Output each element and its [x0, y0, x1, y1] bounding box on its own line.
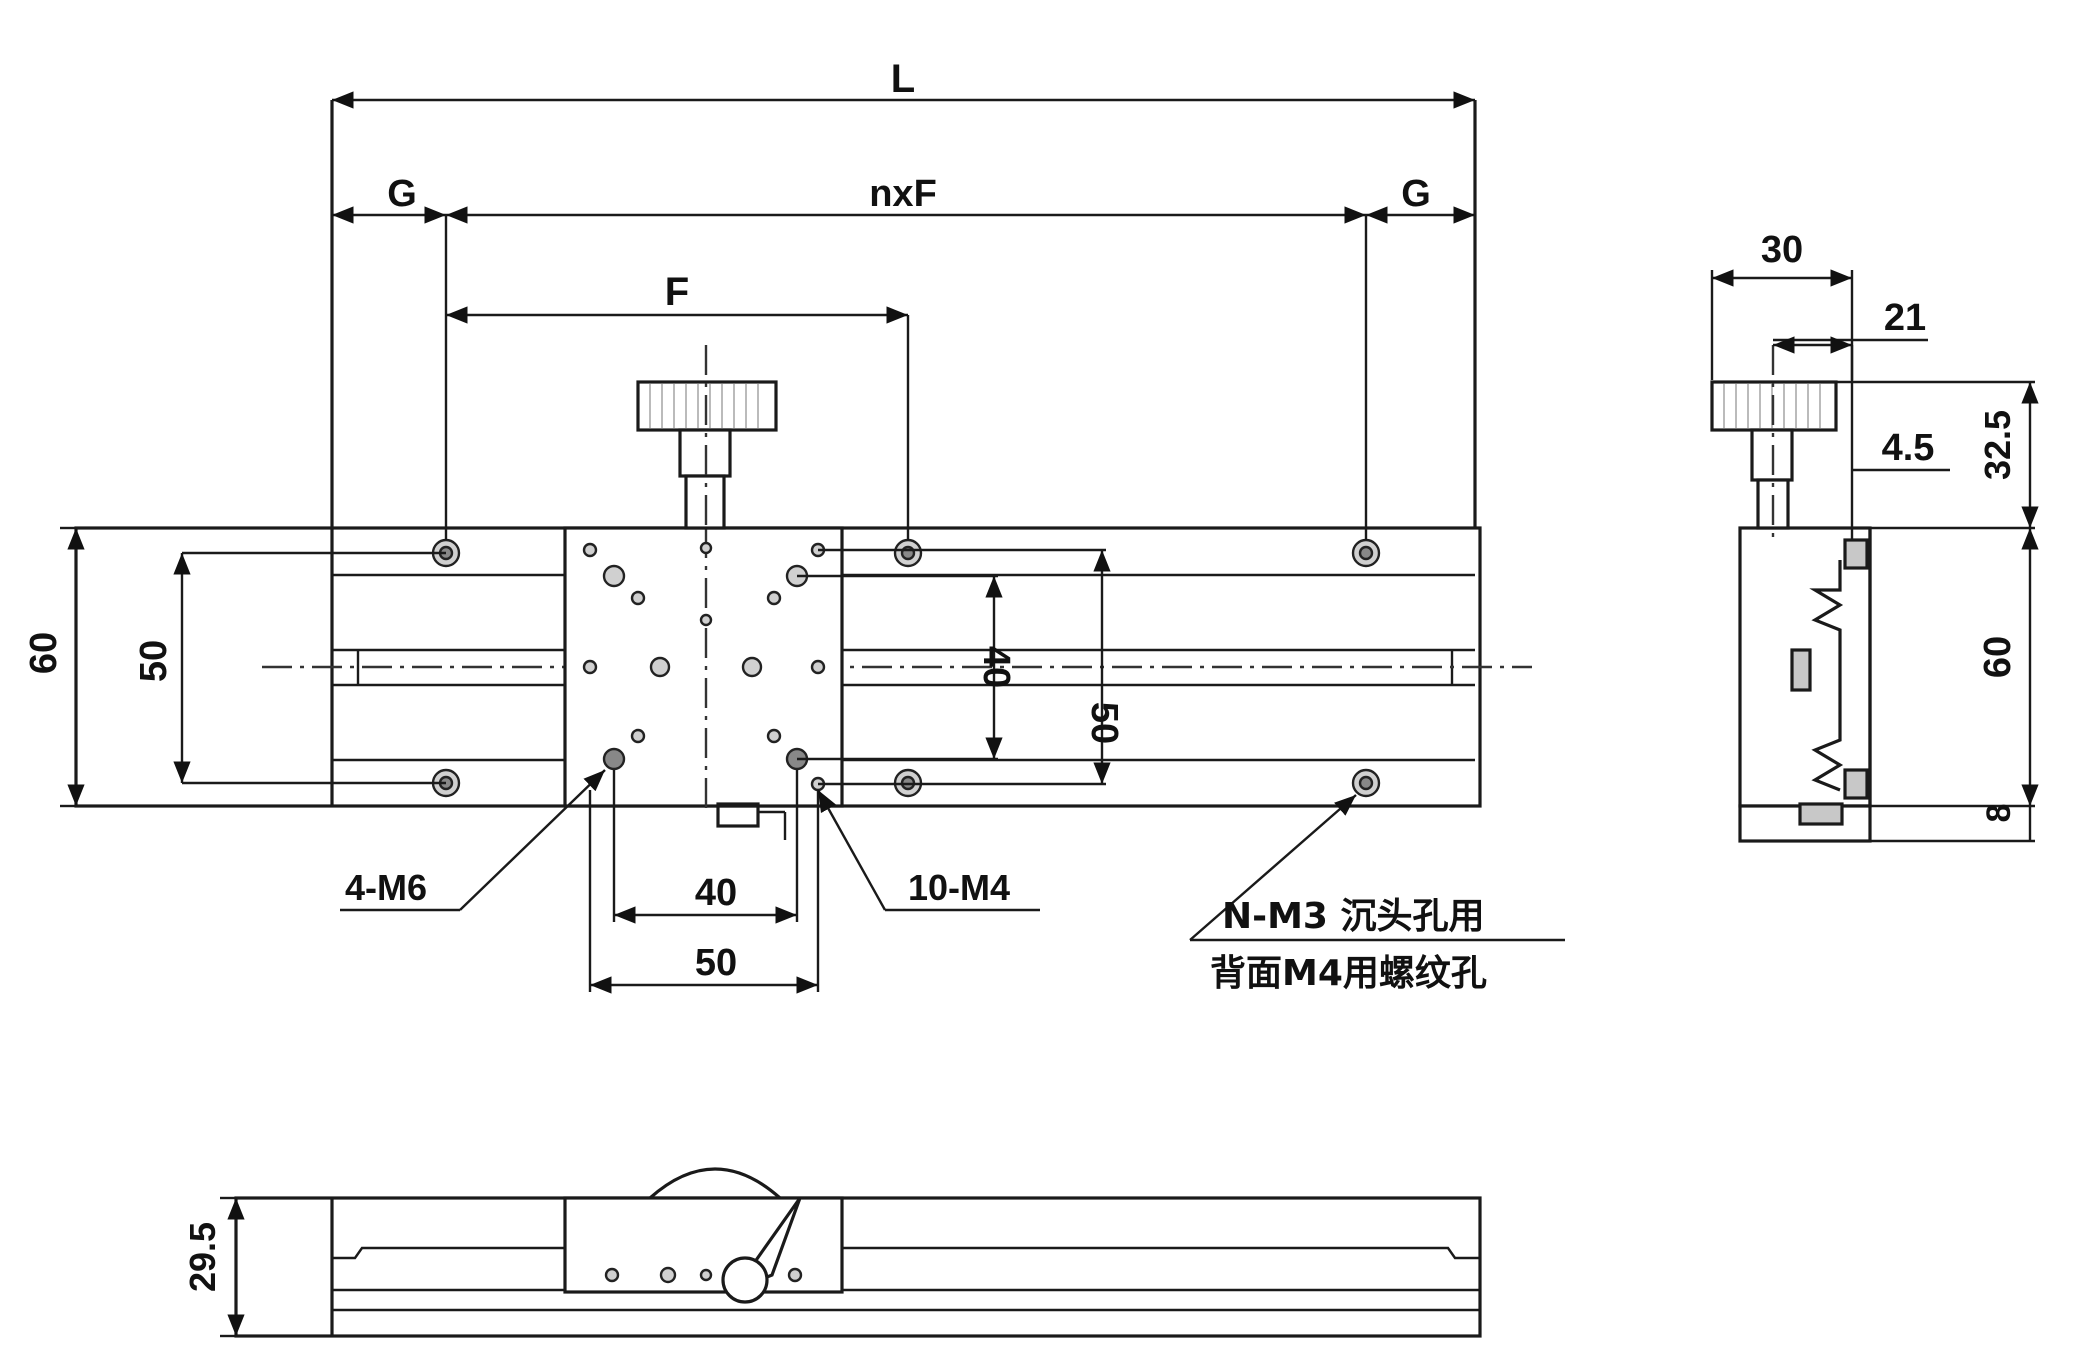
label-10-M4: 10-M4 [908, 867, 1010, 908]
label-side-4.5: 4.5 [1882, 427, 1935, 469]
label-L: L [891, 57, 915, 101]
label-side-32.5: 32.5 [1977, 410, 2018, 480]
label-front-29.5: 29.5 [182, 1222, 223, 1292]
label-50-inner: 50 [1083, 702, 1125, 744]
label-50-left: 50 [133, 640, 175, 682]
label-G-right: G [1401, 173, 1431, 215]
label-N-M3: N-M3 沉头孔用 [1222, 896, 1484, 937]
label-side-60: 60 [1977, 636, 2019, 678]
label-40-bottom: 40 [695, 872, 737, 914]
side-view: 30 21 4.5 32.5 60 8 [1710, 229, 2039, 843]
label-40-inner: 40 [975, 646, 1017, 688]
label-60-left: 60 [23, 632, 65, 674]
label-G-left: G [387, 173, 417, 215]
label-side-8: 8 [1980, 804, 2018, 823]
top-view: L G nxF G F 60 50 40 50 40 [23, 57, 1565, 994]
label-side-21: 21 [1884, 297, 1926, 339]
label-nxF: nxF [869, 173, 937, 215]
label-50-bottom: 50 [695, 942, 737, 984]
label-4-M6: 4-M6 [345, 867, 427, 908]
label-F: F [665, 270, 689, 314]
carriage-holes [582, 541, 826, 792]
label-side-30: 30 [1761, 229, 1803, 271]
label-back-M4: 背面M4用螺纹孔 [1210, 953, 1487, 994]
front-view: 29.5 [182, 1167, 1482, 1338]
